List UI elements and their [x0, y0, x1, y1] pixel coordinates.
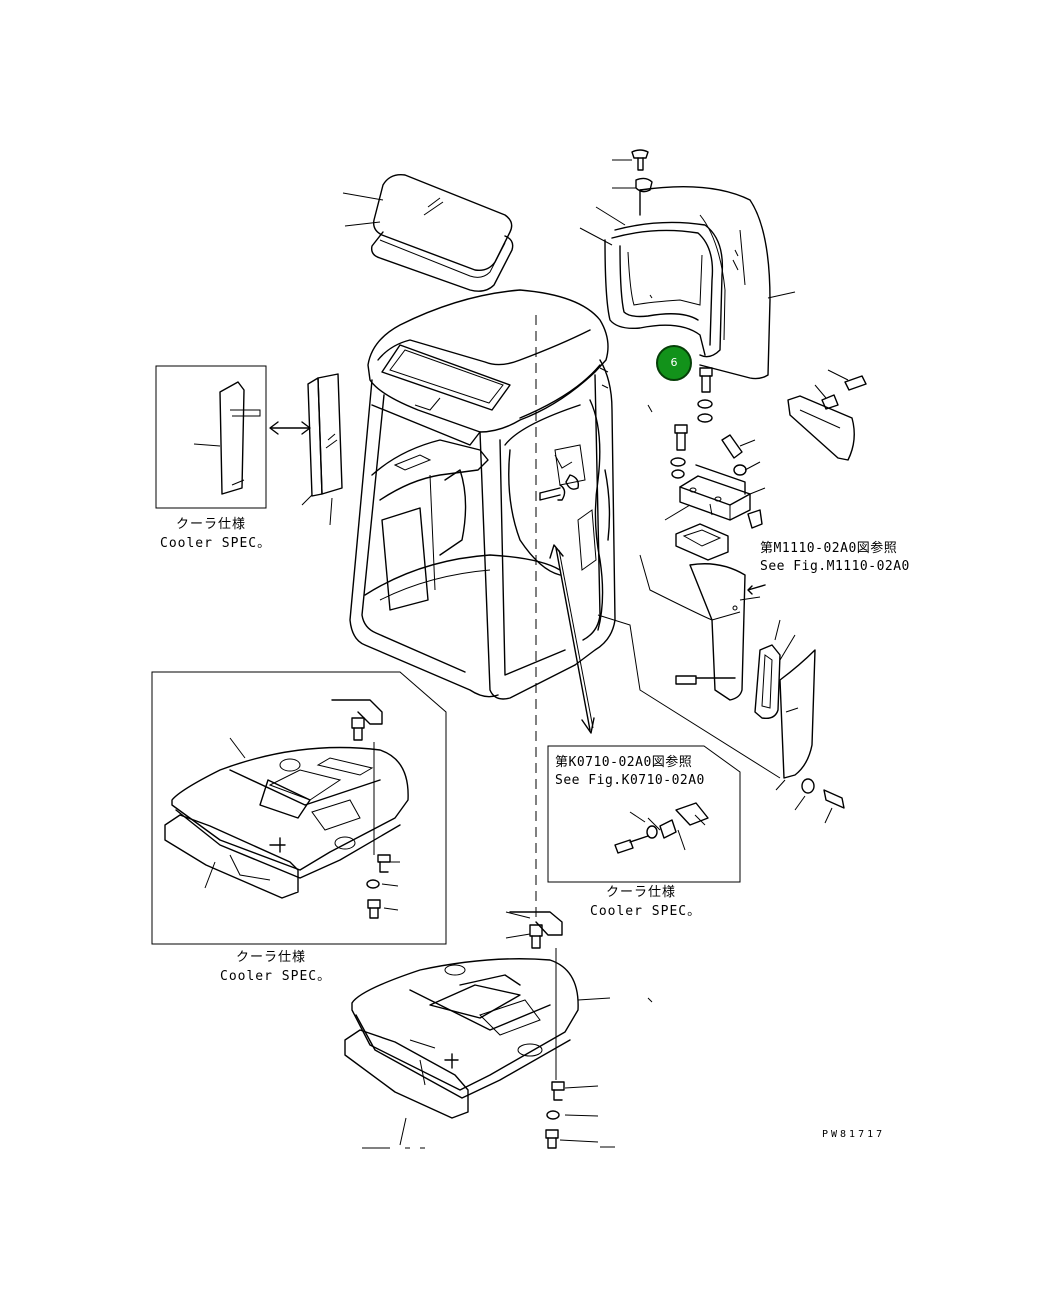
hinge-hardware — [647, 367, 766, 561]
see-fig-k0710-en[interactable]: See Fig.K0710-02A0 — [555, 773, 705, 788]
cooler-spec-floor-en: Cooler SPEC。 — [220, 969, 332, 984]
see-fig-k0710-jp[interactable]: 第K0710-02A0図参照 — [555, 755, 693, 770]
inset-cooler-floor — [151, 671, 447, 945]
cooler-spec-left-jp: クーラ仕様 — [176, 517, 247, 532]
drawing-number: PW81717 — [822, 1129, 886, 1140]
floor-panel — [344, 911, 653, 1149]
see-fig-m1110-jp[interactable]: 第M1110-02A0図参照 — [760, 541, 898, 556]
cooler-spec-center-jp: クーラ仕様 — [606, 885, 677, 900]
cooler-spec-center-en: Cooler SPEC。 — [590, 904, 702, 919]
callout-6[interactable]: 6 — [656, 345, 692, 381]
arrows — [269, 421, 766, 734]
cab-frame — [349, 289, 616, 920]
inset-cooler-left — [155, 365, 343, 526]
door-glass-assembly — [579, 149, 796, 380]
inset-cooler-center — [547, 745, 741, 883]
side-panel — [597, 554, 845, 824]
roof-window-glass — [342, 174, 514, 292]
bolt-cab-side — [539, 474, 580, 501]
cooler-spec-floor-jp: クーラ仕様 — [236, 950, 307, 965]
see-fig-m1110-en[interactable]: See Fig.M1110-02A0 — [760, 559, 910, 574]
cooler-spec-left-en: Cooler SPEC。 — [160, 536, 272, 551]
rear-bracket — [787, 369, 867, 461]
